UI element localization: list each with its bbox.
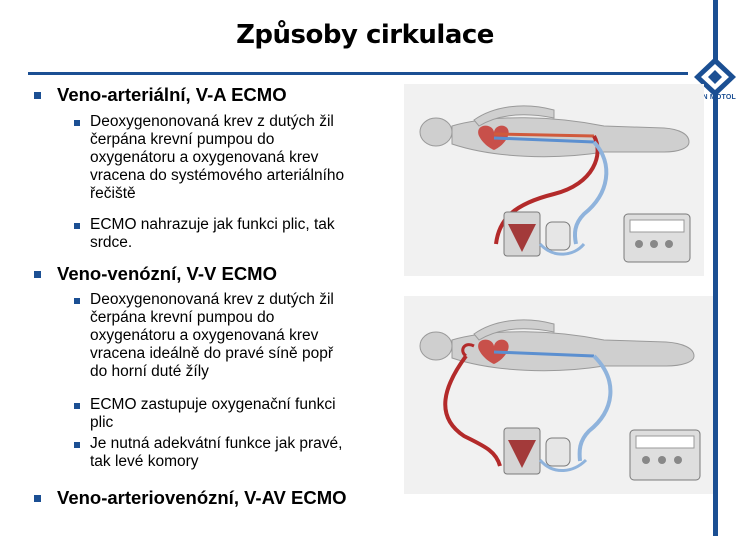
- sub-bullet-icon: [74, 223, 80, 229]
- title-divider: [28, 72, 688, 75]
- list-item: ECMO zastupuje oxygenační funkci plic: [90, 396, 336, 431]
- fn-motol-logo-icon: [694, 57, 736, 97]
- list-item: ECMO nahrazuje jak funkci plic, tak srdc…: [90, 216, 335, 251]
- list-item: Deoxygenonovaná krev z dutých žil čerpán…: [90, 291, 334, 380]
- logo-text: FN MOTOL: [697, 94, 737, 101]
- list-item: Je nutná adekvátní funkce jak pravé, tak…: [90, 435, 343, 470]
- bullet-icon: [34, 495, 41, 502]
- bullet-icon: [34, 271, 41, 278]
- sub-bullet-icon: [74, 298, 80, 304]
- sub-bullet-icon: [74, 403, 80, 409]
- right-accent-bar: [713, 0, 718, 536]
- vv-ecmo-illustration-icon: [404, 296, 713, 494]
- bullet-icon: [34, 92, 41, 99]
- section-heading-vav: Veno-arteriovenózní, V-AV ECMO: [57, 487, 347, 508]
- page-title: Způsoby cirkulace: [236, 20, 494, 50]
- sub-bullet-icon: [74, 442, 80, 448]
- list-item: Deoxygenonovaná krev z dutých žil čerpán…: [90, 113, 345, 202]
- sub-bullet-icon: [74, 120, 80, 126]
- section-heading-va: Veno-arteriální, V-A ECMO: [57, 84, 287, 105]
- va-ecmo-illustration-icon: [404, 84, 704, 276]
- section-heading-vv: Veno-venózní, V-V ECMO: [57, 263, 277, 284]
